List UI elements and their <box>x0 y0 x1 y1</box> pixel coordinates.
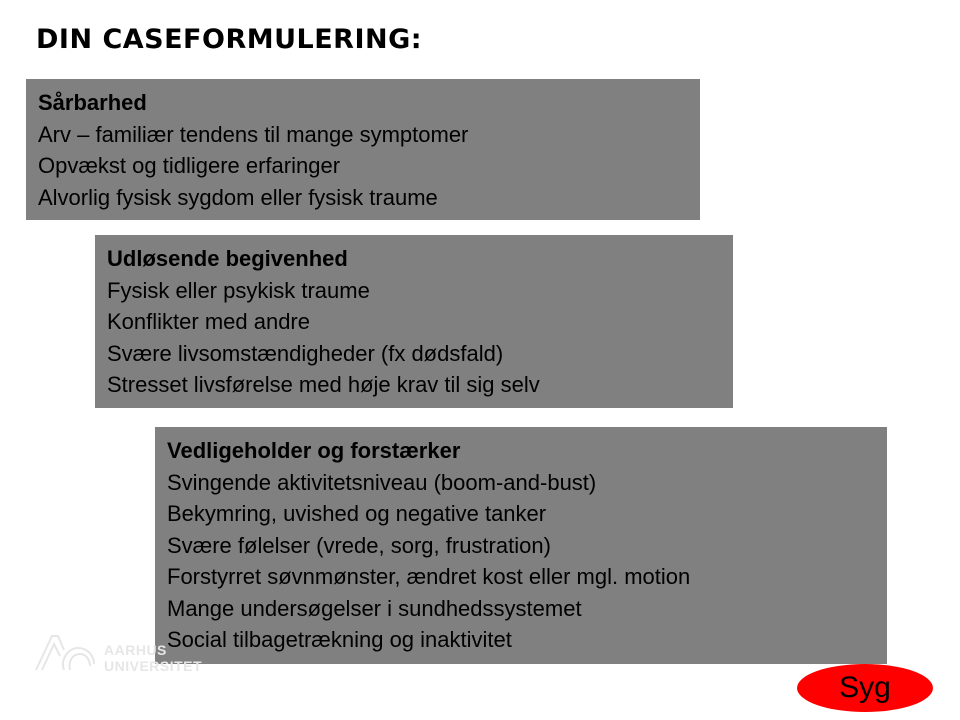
maintaining-factors-line: Social tilbagetrækning og inaktivitet <box>167 627 512 652</box>
vulnerability-line: Opvækst og tidligere erfaringer <box>38 153 341 178</box>
vulnerability-heading: Sårbarhed <box>38 90 147 115</box>
syg-button[interactable]: Syg <box>797 664 933 712</box>
triggering-event-heading: Udløsende begivenhed <box>107 246 348 271</box>
maintaining-factors-box: Vedligeholder og forstærker Svingende ak… <box>155 427 887 664</box>
page-title: DIN CASEFORMULERING: <box>36 24 423 55</box>
vulnerability-line: Alvorlig fysisk sygdom eller fysisk trau… <box>38 184 438 210</box>
maintaining-factors-heading: Vedligeholder og forstærker <box>167 438 461 463</box>
triggering-event-line: Fysisk eller psykisk traume <box>107 277 370 303</box>
maintaining-factors-line: Forstyrret søvnmønster, ændret kost elle… <box>167 564 691 589</box>
maintaining-factors-line: Bekymring, uvished og negative tanker <box>167 501 547 526</box>
triggering-event-line: Konflikter med andre <box>107 309 310 334</box>
triggering-event-line: Stresset livsførelse med høje krav til s… <box>107 372 540 397</box>
vulnerability-line: Arv – familiær tendens til mange symptom… <box>38 121 469 147</box>
aarhus-university-logo-icon <box>35 635 95 671</box>
logo-text-line2: UNIVERSITET <box>104 658 203 674</box>
logo-text-line1: AARHUS <box>104 642 167 658</box>
triggering-event-box: Udløsende begivenhed Fysisk eller psykis… <box>95 235 733 408</box>
maintaining-factors-line: Mange undersøgelser i sundhedssystemet <box>167 595 582 621</box>
maintaining-factors-line: Svingende aktivitetsniveau (boom-and-bus… <box>167 469 597 495</box>
maintaining-factors-line: Svære følelser (vrede, sorg, frustration… <box>167 532 551 558</box>
university-logo: AARHUS UNIVERSITET <box>34 632 202 678</box>
vulnerability-box: Sårbarhed Arv – familiær tendens til man… <box>26 79 700 220</box>
triggering-event-line: Svære livsomstændigheder (fx dødsfald) <box>107 340 504 366</box>
